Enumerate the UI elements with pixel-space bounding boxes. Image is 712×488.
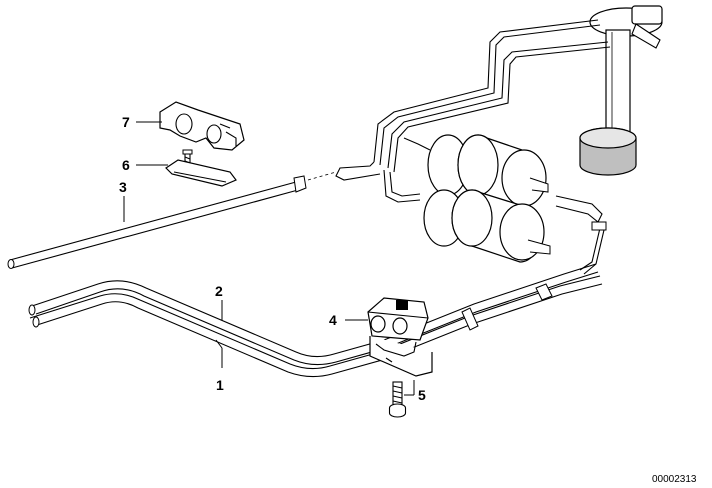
callout-2: 2 [215,283,223,320]
callout-7-label: 7 [122,114,130,130]
callout-4-label: 4 [329,312,337,328]
diagram-reference-number: 00002313 [652,474,697,485]
callout-4: 4 [329,312,368,328]
callout-1: 1 [215,339,224,393]
line-holder-bracket [367,297,433,377]
screw [388,381,407,418]
fuel-line-2 [31,263,599,366]
callout-5-label: 5 [418,387,426,403]
callout-7: 7 [122,114,162,130]
tank-feed-lines [335,19,611,203]
line-end-caps [28,283,553,331]
callout-1-label: 1 [216,377,224,393]
callout-6-label: 6 [122,157,130,173]
fuel-sender-unit [579,5,663,176]
clamp-holder [159,101,245,151]
fuel-filter-lower [423,189,551,263]
callout-3-label: 3 [119,179,127,195]
fuel-line-3 [7,171,337,269]
fuel-filter-upper [403,134,549,207]
fuel-line-1 [29,275,603,378]
filter-hoses [555,195,607,275]
callout-5: 5 [404,380,426,403]
callout-3: 3 [119,179,127,222]
callout-6: 6 [122,157,168,173]
callout-2-label: 2 [215,283,223,299]
holder-with-screw [165,149,237,187]
